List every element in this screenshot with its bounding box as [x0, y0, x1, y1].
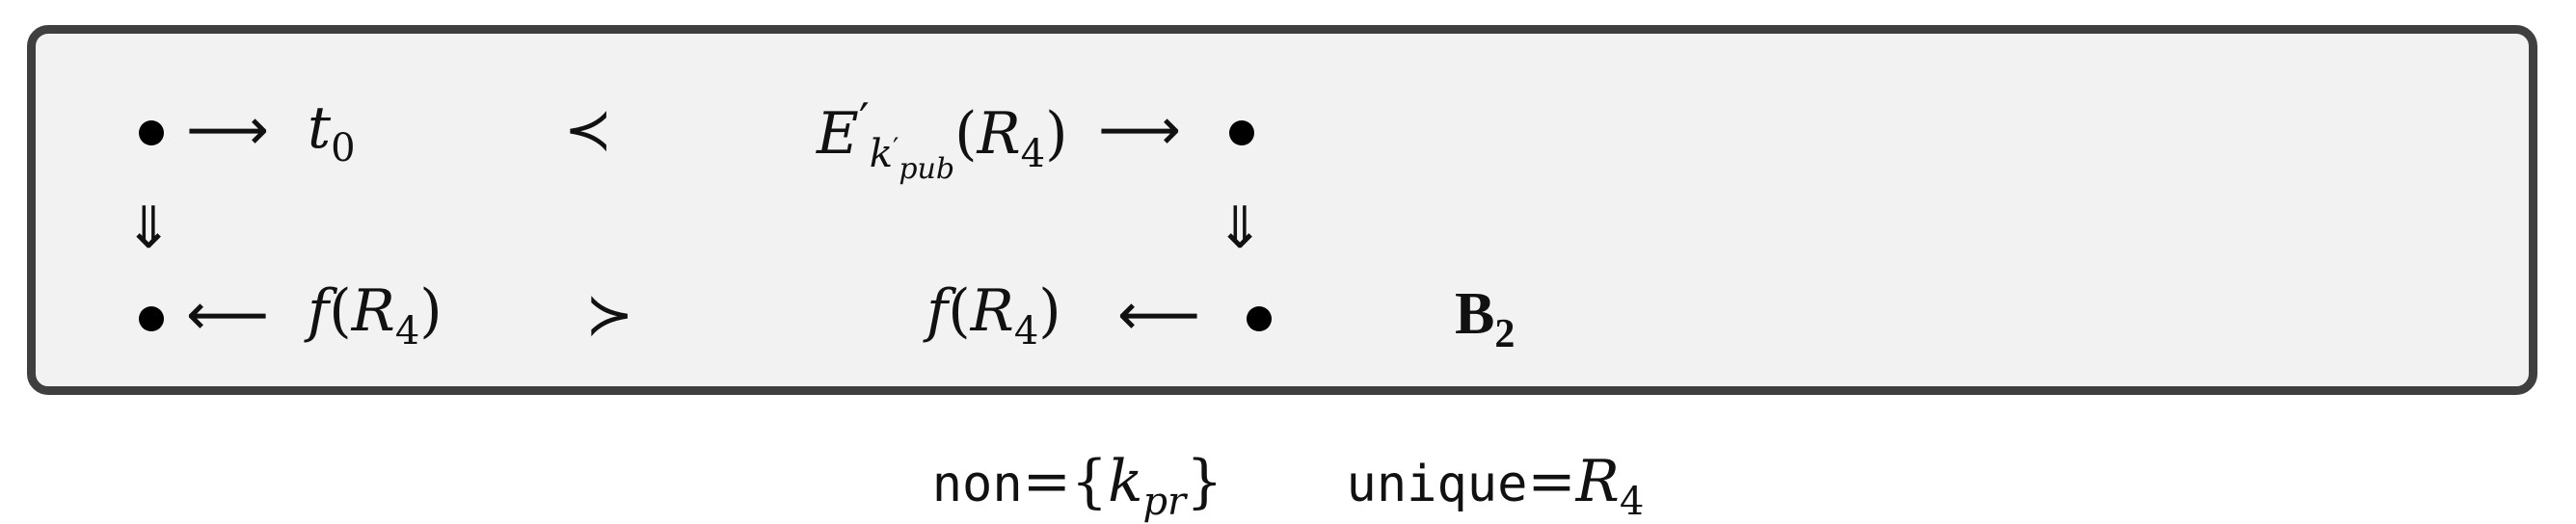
down-arrow-right: ⇓	[1216, 195, 1265, 262]
caption: non = {kpr} unique = R4	[0, 453, 2576, 521]
term-f-r4-right: f(R4)	[926, 277, 1061, 354]
node-top-left	[139, 120, 164, 145]
node-bottom-right	[1247, 306, 1272, 331]
node-bottom-left	[139, 306, 164, 331]
term-encryption: E′k′pub(R4)	[817, 93, 1068, 186]
arrow-right-top-right: ⟶	[1098, 96, 1182, 164]
arrow-right-top-left: ⟶	[186, 96, 270, 164]
arrow-left-bottom-left: ⟵	[186, 281, 270, 349]
down-arrow-left: ⇓	[124, 195, 174, 262]
caption-non: non = {kpr}	[931, 448, 1223, 524]
precedes-symbol: ≺	[564, 96, 613, 164]
arrow-left-bottom-right: ⟵	[1117, 281, 1201, 349]
caption-unique: unique = R4	[1346, 448, 1645, 524]
term-f-r4-left: f(R4)	[308, 277, 443, 354]
term-t0: t0	[308, 94, 356, 170]
node-top-right	[1229, 120, 1254, 145]
succeeds-symbol: ≻	[585, 281, 634, 349]
protocol-diagram-frame: ⟶ t0 ≺ E′k′pub(R4) ⟶ ⇓ ⇓ ⟵ f(R4) ≻ f(R4)…	[27, 25, 2537, 395]
diagram-label: B2	[1455, 281, 1516, 356]
